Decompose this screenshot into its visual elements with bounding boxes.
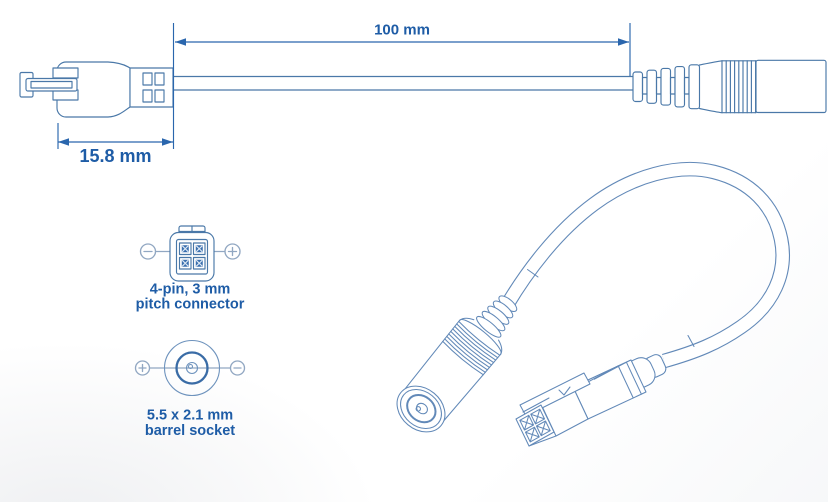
pin-sockets — [178, 242, 206, 270]
barrel-ridge-rings — [721, 60, 757, 114]
barrel-socket-schematic: 5.5 x 2.1 mm barrel socket — [134, 339, 246, 439]
barrel-body — [755, 59, 827, 114]
cable-loop — [500, 161, 790, 369]
cable-mold-mark — [687, 334, 695, 348]
plus-icon — [134, 360, 151, 376]
dimension-cable-length: 100 mm — [374, 22, 430, 39]
dimension-connector-width: 15.8 mm — [79, 146, 151, 166]
pin-connector-side-view — [19, 61, 174, 118]
barrel-socket-label-line1: 5.5 x 2.1 mm — [147, 408, 233, 424]
minus-icon — [139, 243, 157, 260]
minus-icon — [229, 360, 246, 376]
housing-collar-lines — [585, 361, 642, 399]
extension-lines — [57, 23, 631, 149]
barrel-face-rings — [396, 385, 446, 433]
connector-width-dimension: 15.8 mm — [58, 138, 173, 166]
barrel-connector-side-view — [632, 59, 827, 114]
arrow-right-icon — [618, 38, 629, 46]
barrel-connector-3d — [396, 295, 518, 433]
pin-connector-label-line2: pitch connector — [136, 297, 245, 313]
pin-connector-front-face — [169, 225, 215, 282]
arrow-right-icon — [162, 138, 173, 146]
cable-length-dimension: 100 mm — [175, 22, 629, 46]
arrow-left-icon — [58, 138, 69, 146]
dimension-annotations: 100 mm 15.8 mm — [57, 22, 631, 166]
pin-connector-schematic: 4-pin, 3 mm pitch connector — [136, 225, 245, 313]
plus-icon — [224, 243, 241, 260]
arrow-left-icon — [175, 38, 186, 46]
strain-relief-spring — [476, 295, 518, 338]
strain-relief-ribs — [632, 64, 701, 110]
barrel-socket-rings — [163, 339, 221, 397]
pin-connector-grip-ribs — [142, 72, 165, 103]
cable-mold-mark — [526, 268, 539, 278]
barrel-socket-label-line2: barrel socket — [145, 423, 235, 439]
pin-connector-3d — [515, 354, 667, 447]
barrel-cone — [459, 317, 503, 355]
pin-block — [515, 404, 557, 447]
cable-3d-view — [396, 161, 790, 447]
cable-side-view — [19, 59, 827, 118]
pin-connector-label-line1: 4-pin, 3 mm — [150, 282, 231, 298]
latch-lever — [519, 372, 591, 417]
cable-lines — [172, 75, 634, 91]
barrel-knurl-rings — [442, 319, 502, 376]
barrel-transition — [698, 60, 723, 114]
